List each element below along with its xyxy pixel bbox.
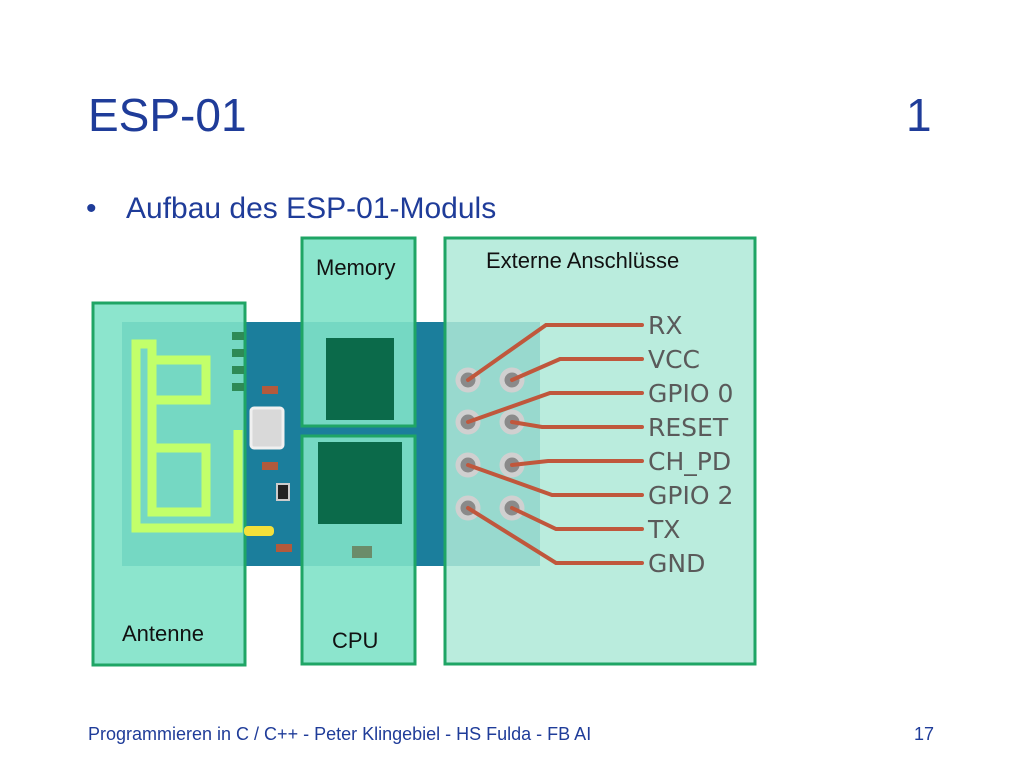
pin-label-rx: RX <box>648 311 683 340</box>
led-3 <box>232 366 244 374</box>
leader-gnd <box>466 506 644 565</box>
led-2 <box>232 349 244 357</box>
external-connectors-region <box>443 236 757 666</box>
cpu-capacitor <box>352 546 372 558</box>
led-1 <box>232 332 244 340</box>
leader-gpio0 <box>466 391 644 424</box>
bullet-marker: • <box>86 192 97 225</box>
resistor-2 <box>262 462 278 470</box>
leader-tx <box>510 506 644 531</box>
pin-label-chpd: CH_PD <box>648 447 731 476</box>
led-4 <box>232 383 244 391</box>
leader-reset <box>510 420 644 429</box>
footer-text: Programmieren in C / C++ - Peter Klingeb… <box>88 724 592 744</box>
pin-label-vcc: VCC <box>648 345 700 374</box>
label-memory: Memory <box>316 255 395 280</box>
label-antenna: Antenne <box>122 621 204 646</box>
footer-page-number: 17 <box>914 724 935 744</box>
diode <box>276 483 290 501</box>
antenna-feed <box>244 526 274 536</box>
leader-chpd <box>510 459 644 467</box>
pin-label-reset: RESET <box>648 413 729 442</box>
leader-rx <box>466 323 644 382</box>
bullet-text: Aufbau des ESP-01-Moduls <box>126 192 497 225</box>
label-external: Externe Anschlüsse <box>486 248 679 273</box>
pin-label-gpio2: GPIO 2 <box>648 481 733 510</box>
bullet-item: • Aufbau des ESP-01-Moduls <box>86 192 496 226</box>
pin-label-gpio0: GPIO 0 <box>648 379 733 408</box>
slide-title: ESP-01 <box>88 89 247 141</box>
slide-number: 1 <box>906 89 932 141</box>
pin-label-tx: TX <box>647 515 680 544</box>
leader-vcc <box>510 357 644 382</box>
cpu-chip <box>318 442 402 524</box>
label-cpu: CPU <box>332 628 378 653</box>
resistor-3 <box>276 544 292 552</box>
leader-gpio2 <box>466 463 644 497</box>
memory-chip <box>326 338 394 420</box>
resistor-1 <box>262 386 278 394</box>
pin-leader-lines <box>466 323 644 565</box>
antenna-trace <box>131 339 243 533</box>
crystal <box>249 406 285 450</box>
pin-label-gnd: GND <box>648 549 705 578</box>
